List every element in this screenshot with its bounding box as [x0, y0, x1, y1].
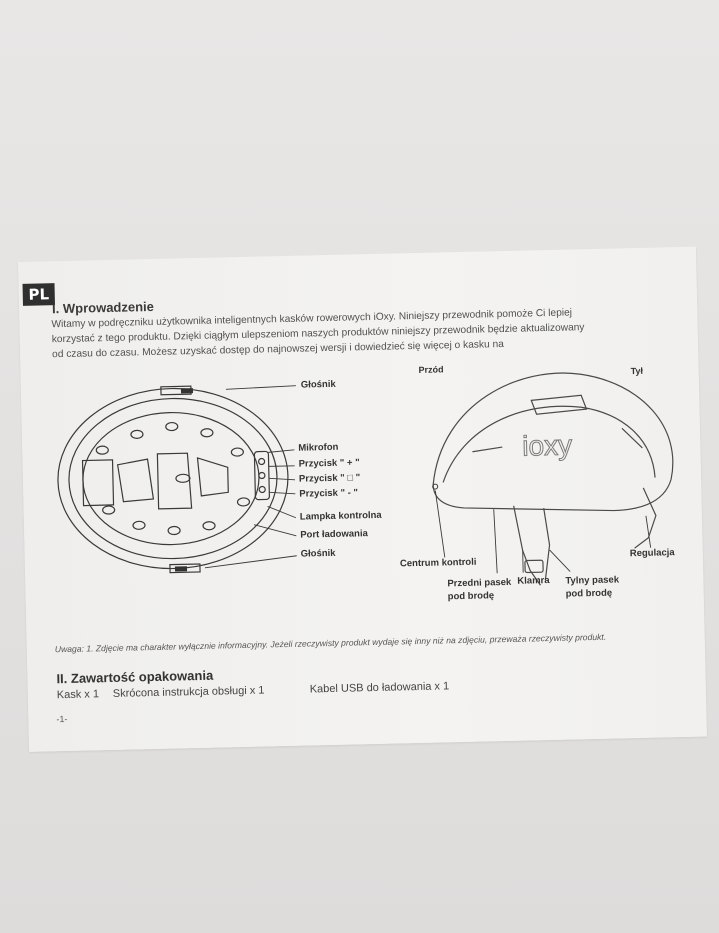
- package-item-usb-cable: Kabel USB do ładowania x 1: [309, 680, 450, 696]
- section-heading-package-contents: II. Zawartość opakowania: [56, 667, 214, 687]
- helmet-inside-diagram: ioxy: [57, 372, 674, 586]
- label-control-center: Centrum kontroli: [399, 556, 477, 570]
- label-charging-port: Port ładowania: [300, 528, 368, 541]
- package-item-quick-guide: Skrócona instrukcja obsługi x 1: [112, 684, 265, 700]
- label-front-strap: Przedni pasek pod brodę: [447, 576, 512, 603]
- label-speaker-top: Głośnik: [300, 378, 336, 391]
- label-back: Tył: [630, 365, 644, 377]
- label-button-minus: Przycisk " - ": [299, 487, 359, 500]
- label-rear-strap: Tylny pasek pod brodę: [565, 574, 620, 600]
- manual-page: PL I. Wprowadzenie Witamy w podręczniku …: [18, 246, 707, 752]
- label-buckle: Klamra: [517, 575, 550, 587]
- label-speaker-bottom: Głośnik: [300, 547, 336, 560]
- label-regulation: Regulacja: [629, 547, 675, 560]
- label-front: Przód: [418, 364, 444, 375]
- label-button-plus: Przycisk " + ": [298, 457, 360, 470]
- label-microphone: Mikrofon: [298, 441, 339, 454]
- label-button-square: Przycisk " □ ": [298, 472, 361, 485]
- ioxy-logo: ioxy: [522, 429, 572, 461]
- label-indicator-lamp: Lampka kontrolna: [299, 509, 382, 523]
- page-number: -1-: [56, 713, 68, 725]
- package-item-helmet: Kask x 1: [56, 688, 100, 702]
